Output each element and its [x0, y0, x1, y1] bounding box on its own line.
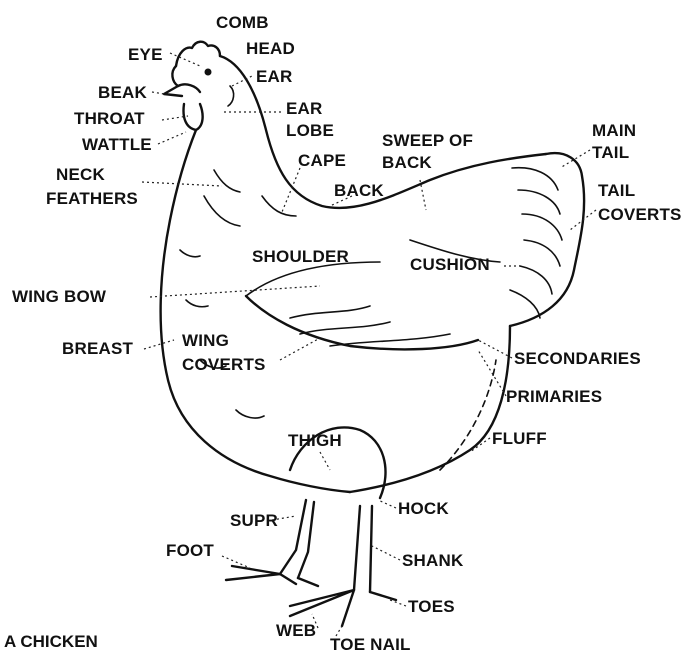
label-shank: SHANK	[402, 552, 463, 570]
beak-shape	[164, 86, 182, 96]
label-fluff: FLUFF	[492, 430, 547, 448]
leader-eye	[170, 53, 200, 66]
label-cushion: CUSHION	[410, 256, 490, 274]
neck-feather-2	[204, 196, 240, 226]
label-neck-feathers-line1: NECK	[56, 166, 105, 184]
leader-primaries	[478, 350, 506, 396]
leader-beak	[152, 92, 164, 94]
tail-feathers-1	[512, 168, 558, 190]
label-secondaries: SECONDARIES	[514, 350, 641, 368]
label-toe-nail: TOE NAIL	[330, 636, 411, 654]
label-wing-coverts-line1: WING	[182, 332, 229, 350]
label-supr: SUPR	[230, 512, 278, 530]
right-leg	[354, 506, 360, 590]
leader-shank	[372, 546, 400, 560]
label-tail-coverts-line2: COVERTS	[598, 206, 682, 224]
neck-feather-1	[214, 170, 240, 192]
label-eye: EYE	[128, 46, 163, 64]
breast-feather-1	[180, 250, 200, 257]
label-hock: HOCK	[398, 500, 449, 518]
leader-main-tail	[560, 150, 590, 168]
leader-neck	[142, 182, 222, 186]
leader-breast	[144, 340, 174, 349]
label-breast: BREAST	[62, 340, 133, 358]
tail-feathers-2	[518, 190, 560, 214]
left-leg	[280, 500, 306, 574]
wing-covert-row-3	[330, 334, 450, 346]
tail-feathers-6	[510, 290, 540, 318]
tail-feathers-3	[522, 214, 562, 240]
leader-toes	[390, 600, 406, 606]
comb-shape	[176, 42, 220, 66]
shoulder-line	[246, 262, 380, 296]
leader-cape	[282, 168, 300, 212]
fluff-line	[440, 360, 496, 470]
eye-dot	[205, 69, 212, 76]
label-main-tail-line2: TAIL	[592, 144, 629, 162]
left-leg-2	[298, 502, 314, 578]
label-throat: THROAT	[74, 110, 145, 128]
leader-secondaries	[478, 340, 512, 358]
leader-wingbow	[150, 286, 320, 297]
label-wattle: WATTLE	[82, 136, 152, 154]
wing-covert-row-1	[290, 306, 370, 318]
left-foot-toes	[226, 566, 318, 586]
label-ear-lobe-line1: EAR	[286, 100, 323, 118]
label-neck-feathers-line2: FEATHERS	[46, 190, 138, 208]
leader-wing-coverts	[280, 338, 320, 360]
leader-wattle	[158, 132, 186, 144]
label-sweep-of-back-line1: SWEEP OF	[382, 132, 473, 150]
label-sweep-of-back-line2: BACK	[382, 154, 432, 172]
label-shoulder: SHOULDER	[252, 248, 349, 266]
label-web: WEB	[276, 622, 316, 640]
breast-feather-4	[236, 410, 264, 418]
label-cape: CAPE	[298, 152, 346, 170]
label-ear-lobe-line2: LOBE	[286, 122, 334, 140]
breast-feather-2	[186, 300, 208, 307]
right-leg-2	[370, 506, 372, 592]
tail-outline	[510, 153, 584, 326]
label-foot: FOOT	[166, 542, 214, 560]
label-primaries: PRIMARIES	[506, 388, 602, 406]
label-ear: EAR	[256, 68, 293, 86]
label-wing-coverts-line2: COVERTS	[182, 356, 266, 374]
label-main-tail-line1: MAIN	[592, 122, 636, 140]
tail-feathers-5	[520, 266, 552, 294]
label-head: HEAD	[246, 40, 295, 58]
ear-shape	[228, 86, 234, 106]
belly-outline	[350, 326, 510, 492]
label-beak: BEAK	[98, 84, 147, 102]
wing-outline	[246, 296, 478, 349]
label-thigh: THIGH	[288, 432, 342, 450]
label-wing-bow: WING BOW	[12, 288, 106, 306]
leader-hock	[378, 500, 396, 508]
wattle-shape	[184, 104, 203, 130]
label-tail-coverts-line1: TAIL	[598, 182, 635, 200]
leader-thigh	[320, 452, 330, 470]
diagram-caption: A CHICKEN	[4, 632, 98, 652]
wing-covert-row-2	[300, 322, 390, 334]
label-comb: COMB	[216, 14, 269, 32]
label-toes: TOES	[408, 598, 455, 616]
neck-feather-3	[262, 196, 296, 216]
label-back: BACK	[334, 182, 384, 200]
tail-feathers-4	[524, 240, 560, 266]
